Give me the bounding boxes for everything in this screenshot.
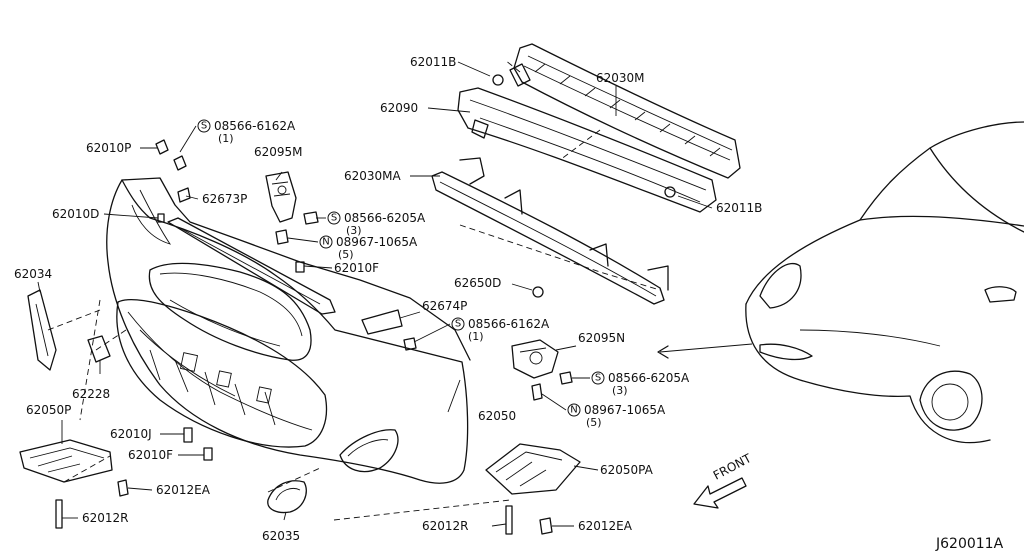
part-number: 08566-6205A <box>608 371 690 385</box>
callout-62095n: 62095N <box>578 331 625 345</box>
symbol-s-marker <box>327 211 341 225</box>
callout-62011b-right: 62011B <box>716 201 762 215</box>
callout-08566-6162a-top: S 08566-6162A (1) <box>197 119 296 145</box>
symbol-n-marker <box>567 403 581 417</box>
callout-62673p: 62673P <box>202 192 247 206</box>
bracket-62674p <box>361 309 403 335</box>
callout-62010f-top: 62010F <box>334 261 379 275</box>
part-number: 08566-6162A <box>468 317 550 331</box>
part-number: 08566-6162A <box>214 119 296 133</box>
symbol-n-marker <box>319 235 333 249</box>
callout-62012ea-left: 62012EA <box>156 483 211 497</box>
callout-62050p: 62050P <box>26 403 71 417</box>
leader-lines <box>37 61 713 527</box>
callouts: 62011B 62030M 62090 62011B 62030MA 62650… <box>14 55 762 543</box>
symbol-s-marker <box>197 119 211 133</box>
callout-62228: 62228 <box>72 387 110 401</box>
symbol-s-letter: S <box>331 213 337 224</box>
bumper-fascia <box>106 177 471 484</box>
symbol-s-marker <box>591 371 605 385</box>
side-bracket-left <box>511 339 559 379</box>
upper-stay <box>167 217 336 315</box>
callout-62030ma: 62030MA <box>344 169 402 183</box>
quantity: (5) <box>586 416 602 429</box>
quantity: (3) <box>346 224 362 237</box>
callout-62674p: 62674P <box>422 299 467 313</box>
part-number: 08967-1065A <box>336 235 418 249</box>
symbol-n-letter: N <box>570 405 577 416</box>
callout-08967-1065a-top: N 08967-1065A (5) <box>319 235 418 261</box>
callout-62035: 62035 <box>262 529 300 543</box>
vehicle-outline <box>745 121 1024 444</box>
callout-62050: 62050 <box>478 409 516 423</box>
quantity: (5) <box>338 248 354 261</box>
callout-62011b-top: 62011B <box>410 55 456 69</box>
fog-finisher <box>267 480 307 514</box>
lower-reinforcement <box>431 157 669 305</box>
front-label: FRONT <box>711 451 754 483</box>
callout-62650d: 62650D <box>454 276 501 290</box>
callout-08967-1065a-mid: N 08967-1065A (5) <box>567 403 666 429</box>
symbol-s-marker <box>451 317 465 331</box>
callout-62012r-left: 62012R <box>82 511 129 525</box>
undercover-left <box>19 439 113 483</box>
energy-absorber <box>457 87 717 213</box>
callout-62010p: 62010P <box>86 141 131 155</box>
part-number: 08967-1065A <box>584 403 666 417</box>
callout-62010f-bottom: 62010F <box>128 448 173 462</box>
callout-62012r-right: 62012R <box>422 519 469 533</box>
part-number: 08566-6205A <box>344 211 426 225</box>
callout-62010j: 62010J <box>110 427 152 441</box>
callout-62034: 62034 <box>14 267 52 281</box>
front-indicator: FRONT <box>693 451 754 509</box>
symbol-n-letter: N <box>322 237 329 248</box>
direction-arrow <box>657 343 753 359</box>
diagram-code: J620011A <box>935 536 1004 552</box>
symbol-s-letter: S <box>455 319 461 330</box>
callout-62012ea-right: 62012EA <box>578 519 633 533</box>
assembly-lines <box>47 59 661 521</box>
side-bracket-right <box>265 171 297 223</box>
symbol-s-letter: S <box>201 121 207 132</box>
callout-62095m: 62095M <box>254 145 303 159</box>
callout-62030m: 62030M <box>596 71 645 85</box>
quantity: (1) <box>218 132 234 145</box>
quantity: (1) <box>468 330 484 343</box>
side-seal <box>27 289 111 371</box>
symbol-s-letter: S <box>595 373 601 384</box>
callout-62050pa: 62050PA <box>600 463 654 477</box>
callout-08566-6205a-top: S 08566-6205A (3) <box>327 211 426 237</box>
callout-62090: 62090 <box>380 101 418 115</box>
callout-08566-6205a-mid: S 08566-6205A (3) <box>591 371 690 397</box>
callout-62010d: 62010D <box>52 207 99 221</box>
fasteners <box>55 74 676 535</box>
quantity: (3) <box>612 384 628 397</box>
undercover-right <box>485 443 581 495</box>
bumper-armature <box>509 43 741 179</box>
callout-08566-6162a-mid: S 08566-6162A (1) <box>451 317 550 343</box>
